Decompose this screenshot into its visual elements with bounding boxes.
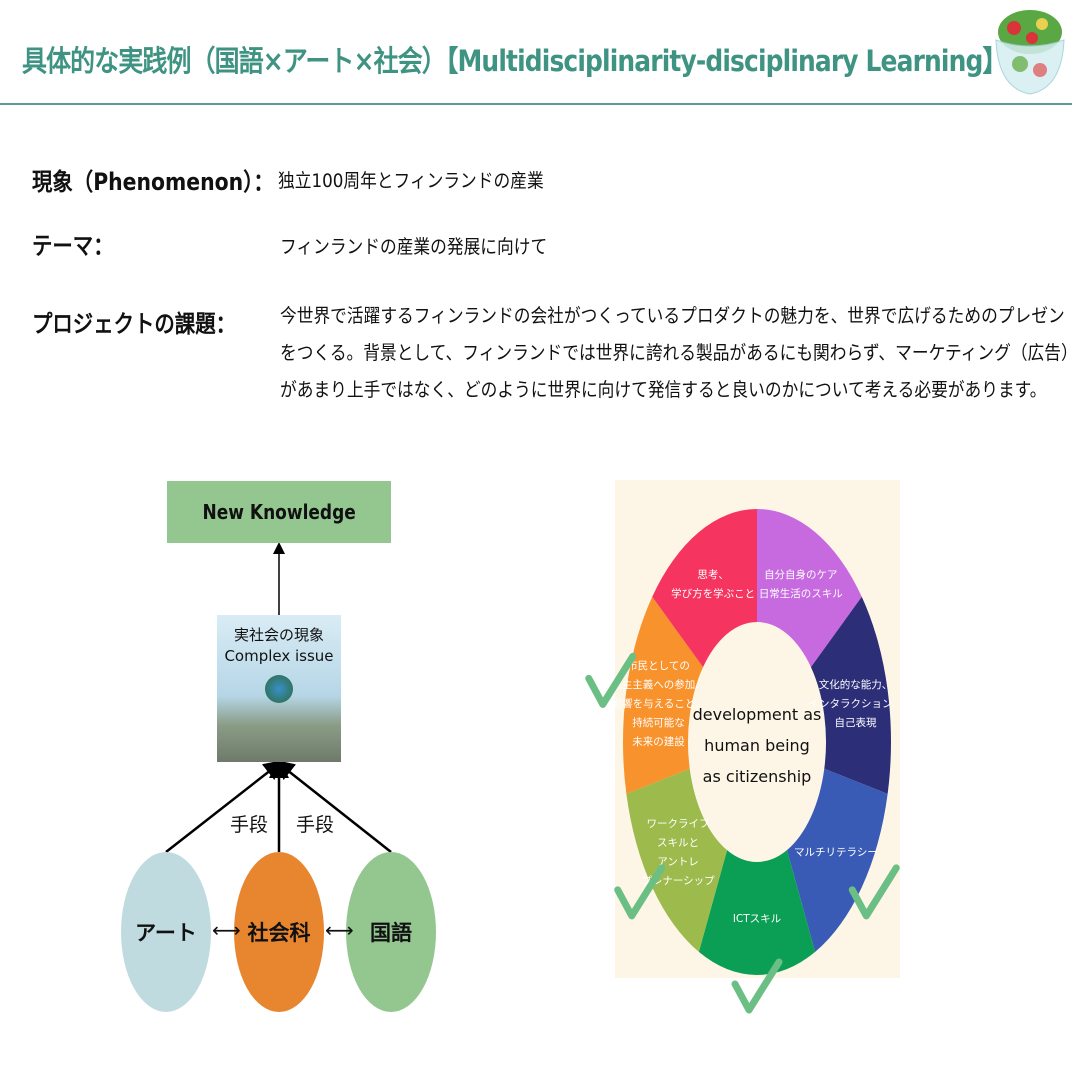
wheel-segment <box>626 768 728 952</box>
theme-value: フィンランドの産業の発展に向けて <box>280 236 548 258</box>
new-knowledge-box: New Knowledge <box>167 481 391 543</box>
wheel-segment-label: スキルと <box>657 837 699 849</box>
checkmark-icon <box>848 864 900 920</box>
complex-issue-image: 実社会の現象 Complex issue <box>217 615 341 762</box>
arrow-kokugo <box>274 759 392 853</box>
wheel-segment-label: 未来の建設 <box>632 735 685 748</box>
wheel-segment-label: プレナーシップ <box>641 875 715 887</box>
checkmark-icon <box>585 652 637 708</box>
subject-label: 社会科 <box>247 921 311 945</box>
bidirectional-arrow: ⟷ <box>212 918 241 942</box>
means-label: 手段 <box>296 814 335 836</box>
wheel-segment-label: 持続可能な <box>632 716 685 729</box>
wheel-segment-label: インタラクション、 <box>809 698 903 710</box>
wheel-segment-label: 自分自身のケア <box>764 568 838 581</box>
wheel-segment-label: ICTスキル <box>733 913 781 925</box>
subject-label: 国語 <box>370 921 412 945</box>
wheel-segment <box>786 768 888 952</box>
wheel-segment-label: 日常生活のスキル <box>759 587 843 600</box>
wheel-segment <box>757 509 862 668</box>
salad-bowl-icon <box>995 10 1065 95</box>
wheel-segment-label: 市民としての <box>627 659 690 672</box>
wheel-segment-label: 文化的な能力、 <box>819 678 893 691</box>
globe-icon <box>265 675 293 703</box>
project-task-text: 今世界で活躍するフィンランドの会社がつくっているプロダクトの魅力を、世界で広げる… <box>280 298 1072 409</box>
phenomenon-label: 現象（Phenomenon）： <box>32 168 274 196</box>
wheel-center-label: human being <box>704 736 810 755</box>
wheel-segment-label: マルチリテラシー <box>794 847 878 859</box>
image-caption: Complex issue <box>224 647 334 665</box>
wheel-segment-label: 自己表現 <box>834 716 876 729</box>
phenomenon-value: 独立100周年とフィンランドの産業 <box>278 170 544 192</box>
wheel-segment <box>698 850 816 975</box>
theme-label: テーマ： <box>32 232 114 260</box>
means-label: 手段 <box>230 814 269 836</box>
subject-social-studies: 社会科 <box>234 852 324 1012</box>
task-line: があまり上手ではなく、どのように世界に向けて発信すると良いのかについて考える必要… <box>280 379 1047 401</box>
checkmark-icon <box>614 864 666 920</box>
wheel-segment <box>810 596 891 794</box>
wheel-segment <box>623 596 704 794</box>
subject-japanese: 国語 <box>346 852 436 1012</box>
project-task-label: プロジェクトの課題： <box>32 310 236 338</box>
wheel-segment-label: 民主主義への参加、 <box>611 678 706 691</box>
checkmark-icon <box>731 958 783 1014</box>
wheel-segment-label: ワークライフ <box>647 818 710 830</box>
new-knowledge-label: New Knowledge <box>202 500 356 524</box>
task-line: をつくる。背景として、フィンランドでは世界に誇れる製品があるにも関わらず、マーケ… <box>280 342 1072 364</box>
wheel-segment-label: 影響を与えること、 <box>612 697 706 710</box>
subject-label: アート <box>135 921 197 945</box>
wheel-segment-label: 思考、 <box>697 569 729 581</box>
arrow-art <box>165 759 284 853</box>
wheel-segment <box>652 509 757 668</box>
title-divider <box>0 103 1072 105</box>
wheel-segment-label: 学び方を学ぶこと <box>671 587 755 600</box>
wheel-center-label: development as <box>693 705 822 724</box>
wheel-center-label: as citizenship <box>703 767 812 786</box>
task-line: 今世界で活躍するフィンランドの会社がつくっているプロダクトの魅力を、世界で広げる… <box>280 305 1065 327</box>
page-title: 具体的な実践例（国語×アート×社会）【Multidisciplinarity-d… <box>22 44 1007 78</box>
wheel-segment-label: アントレ <box>657 856 699 868</box>
bidirectional-arrow: ⟷ <box>325 918 354 942</box>
image-caption: 実社会の現象 <box>233 626 324 644</box>
subject-art: アート <box>121 852 211 1012</box>
